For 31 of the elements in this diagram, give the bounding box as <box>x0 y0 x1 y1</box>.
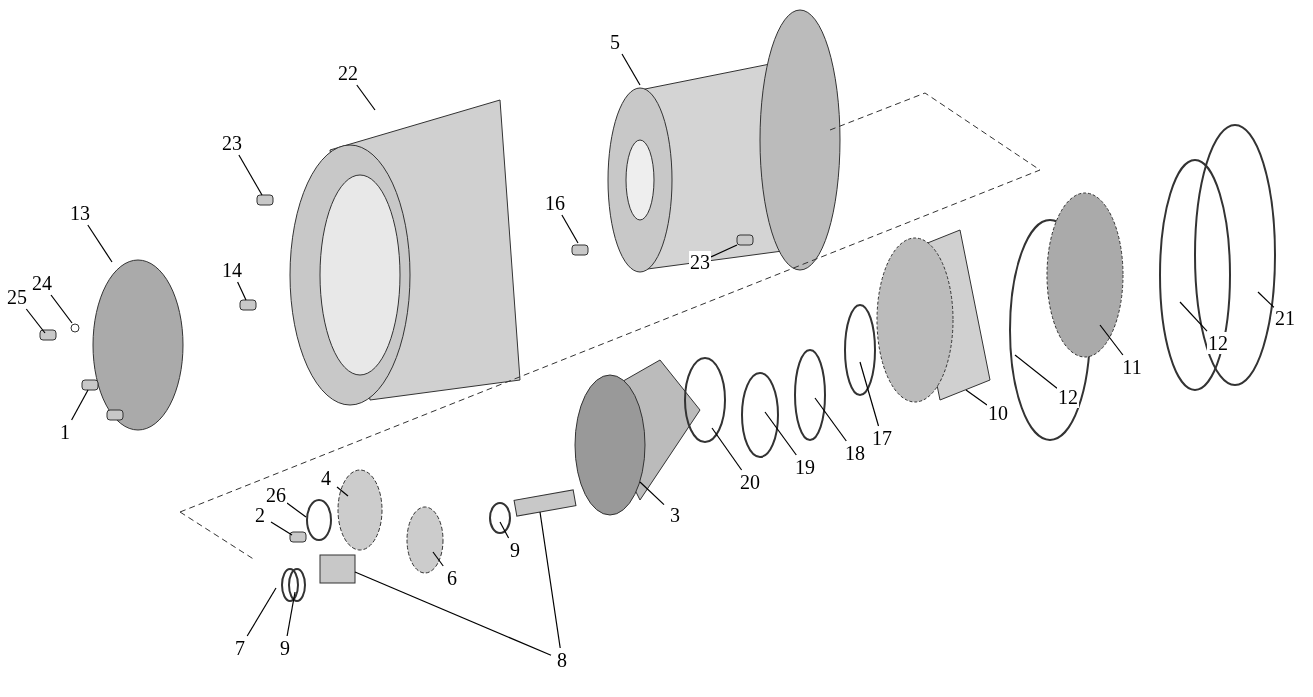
leader-line <box>539 511 561 649</box>
leader-line <box>286 502 307 518</box>
leader-line <box>354 571 552 656</box>
callout-number: 12 <box>1207 332 1229 354</box>
leader-line <box>356 84 376 111</box>
leader-line <box>621 53 641 86</box>
leader-line <box>246 587 277 637</box>
leader-line <box>432 551 444 567</box>
leader-line <box>25 308 46 334</box>
leader-line <box>710 244 738 258</box>
leader-line <box>499 521 510 539</box>
leader-line <box>965 389 988 406</box>
leader-line <box>1014 354 1058 389</box>
leader-line <box>238 154 263 196</box>
callout-number: 12 <box>1057 386 1079 408</box>
leader-line <box>764 411 797 456</box>
leader-line <box>561 214 579 244</box>
leader-line <box>859 361 880 427</box>
leader-line <box>237 281 247 301</box>
leader-line <box>87 224 113 263</box>
leader-line <box>270 521 293 536</box>
leader-line <box>814 397 847 442</box>
leader-line <box>50 294 73 324</box>
leader-line <box>1099 324 1124 356</box>
leader-line <box>71 389 89 421</box>
leader-line <box>286 591 296 637</box>
leader-line <box>1179 301 1208 332</box>
leader-line <box>639 481 665 506</box>
leader-line <box>1257 291 1275 308</box>
leader-line <box>336 486 349 497</box>
leader-line <box>711 427 743 471</box>
